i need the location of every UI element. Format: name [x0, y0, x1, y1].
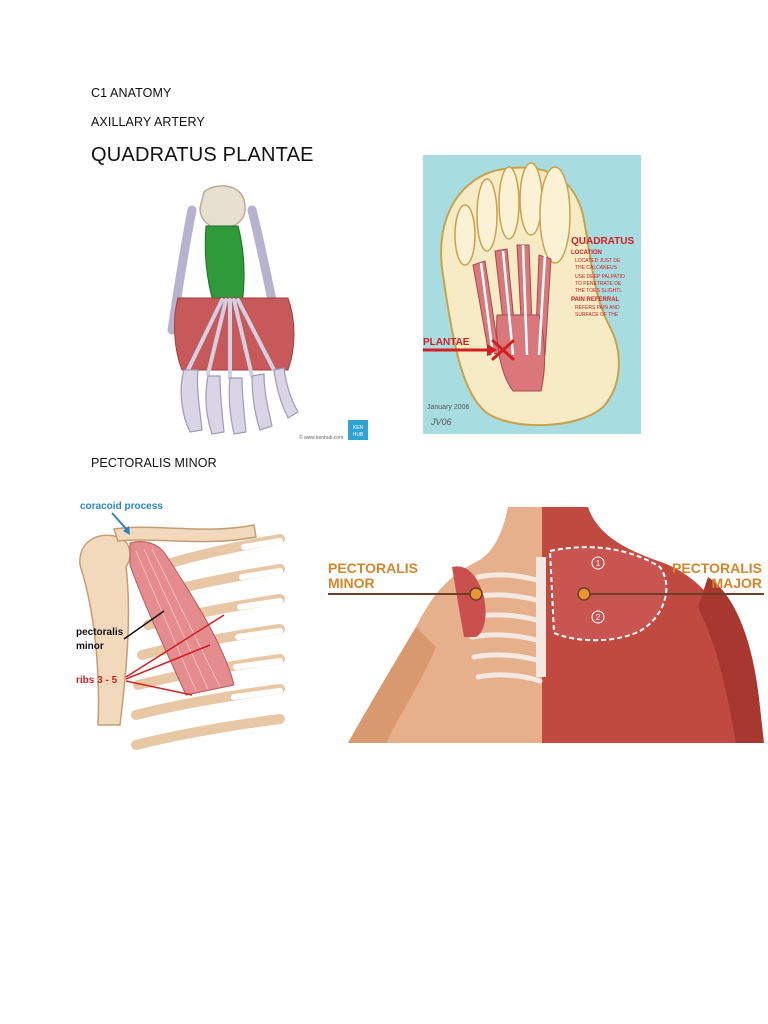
location-text-line-1: LOCATED JUST DE	[575, 258, 621, 264]
section-heading-pectoralis-minor: PECTORALIS MINOR	[91, 456, 217, 470]
pectoralis-minor-title-1: PECTORALIS	[328, 560, 418, 576]
coracoid-process-label: coracoid process	[80, 501, 163, 512]
kenhub-logo-bottom: HUB	[353, 432, 364, 438]
pain-line-2: SURFACE OF THE	[575, 312, 619, 318]
location-label: LOCATION	[571, 250, 602, 256]
doc-heading-c1-anatomy: C1 ANATOMY	[91, 86, 172, 100]
kenhub-credit: © www.kenhub.com	[299, 434, 343, 441]
pectoralis-major-title-1: PECTORALIS	[672, 560, 762, 576]
drawing-signature: JV06	[430, 417, 452, 427]
region-number-1: 1	[596, 559, 601, 568]
pain-referral-label: PAIN REFERRAL	[571, 297, 620, 303]
kenhub-logo	[348, 420, 368, 440]
ribcage-illustration: coracoid process pectoralis minor ribs 3…	[74, 495, 286, 753]
pain-line-1: REFERS PAIN AND	[575, 305, 620, 311]
quadratus-heading: QUADRATUS	[571, 236, 634, 247]
plantae-label: PLANTAE	[423, 337, 470, 348]
pectoralis-minor-label-2: minor	[76, 641, 104, 652]
pectoralis-major-title-2: MAJOR	[711, 575, 762, 591]
pectoralis-minor-label-1: pectoralis	[76, 627, 124, 638]
palpation-line-1: USE DEEP PALPATIO	[575, 274, 625, 280]
foot-illustration-right: PLANTAE QUADRATUS LOCATION LOCATED JUST …	[423, 155, 641, 434]
chest-illustration: 1 2 PECTORALIS MINOR PECTORALIS MAJOR	[328, 507, 764, 743]
ribs-label: ribs 3 - 5	[76, 675, 118, 686]
palpation-line-3: THE TOES SLIGHTL	[575, 288, 622, 294]
location-text-line-2: THE CALCANEUS	[575, 265, 618, 271]
drawing-date: January 2006	[427, 404, 470, 411]
doc-title-quadratus-plantae: QUADRATUS PLANTAE	[91, 144, 314, 166]
region-number-2: 2	[596, 613, 601, 622]
palpation-line-2: TO PENETRATE DE	[575, 281, 622, 287]
doc-heading-axillary-artery: AXILLARY ARTERY	[91, 115, 205, 129]
pectoralis-minor-title-2: MINOR	[328, 575, 375, 591]
foot-illustration-left: © www.kenhub.com KEN HUB	[92, 180, 372, 442]
kenhub-logo-top: KEN	[353, 425, 364, 431]
